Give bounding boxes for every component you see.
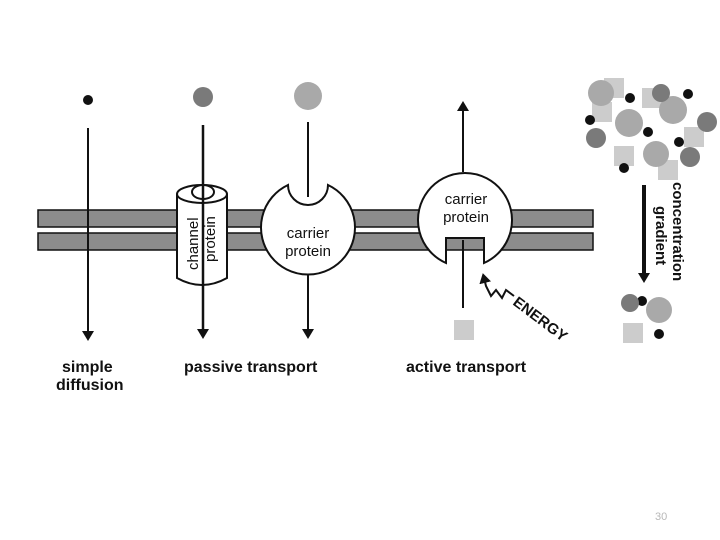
small-black-molecule: [619, 163, 629, 173]
simple-diffusion-label-line2: diffusion: [56, 377, 124, 394]
channel-protein-label-line2: protein: [202, 216, 219, 262]
large-gray-molecule: [643, 141, 669, 167]
carrier-protein-active-shape: [417, 172, 513, 265]
light-square-molecule: [592, 102, 612, 122]
small-black-molecule: [674, 137, 684, 147]
small-black-molecule: [625, 93, 635, 103]
large-gray-molecule: [646, 297, 672, 323]
carrier-protein-active-label-line1: carrier: [445, 191, 488, 208]
light-square-molecule: [623, 323, 643, 343]
energy-label: ENERGY: [510, 294, 571, 346]
low-concentration-molecules: [621, 294, 672, 343]
concentration-gradient-group: concentration gradient: [585, 78, 717, 343]
simple-diffusion-label-line1: simple: [62, 359, 113, 376]
small-black-molecule: [654, 329, 664, 339]
carrier-protein-active-label-line2: protein: [443, 209, 489, 226]
gray-molecule: [697, 112, 717, 132]
high-concentration-molecules: [585, 78, 717, 180]
small-black-molecule: [643, 127, 653, 137]
concentration-label: concentration: [669, 182, 686, 281]
light-square-molecule: [614, 146, 634, 166]
passive-transport-label: passive transport: [184, 359, 318, 376]
carrier-protein-passive-group: carrier protein: [260, 82, 356, 339]
gray-molecule: [680, 147, 700, 167]
gradient-label: gradient: [652, 206, 669, 265]
large-gray-molecule: [659, 96, 687, 124]
gray-molecule: [652, 84, 670, 102]
light-square-molecule: [684, 127, 704, 147]
large-gray-molecule: [588, 80, 614, 106]
carrier-protein-passive-label-line2: protein: [285, 243, 331, 260]
small-black-molecule: [83, 95, 93, 105]
small-black-molecule: [637, 296, 647, 306]
slide-number: 30: [655, 511, 668, 523]
channel-protein-label-line1: channel: [185, 217, 202, 270]
carrier-protein-passive-label-line1: carrier: [287, 225, 330, 242]
gray-molecule: [621, 294, 639, 312]
energy-squiggle-arrow: [479, 273, 515, 300]
small-black-molecule: [585, 115, 595, 125]
simple-diffusion-group: simple diffusion: [56, 95, 124, 394]
channel-protein-group: channel protein: [176, 87, 228, 339]
small-black-molecule: [683, 89, 693, 99]
carrier-protein-passive-shape: [260, 183, 356, 276]
large-gray-molecule: [615, 109, 643, 137]
gray-molecule: [586, 128, 606, 148]
light-square-molecule: [454, 320, 474, 340]
active-transport-label: active transport: [406, 359, 527, 376]
light-square-molecule: [658, 160, 678, 180]
gray-molecule: [193, 87, 213, 107]
large-gray-molecule: [294, 82, 322, 110]
